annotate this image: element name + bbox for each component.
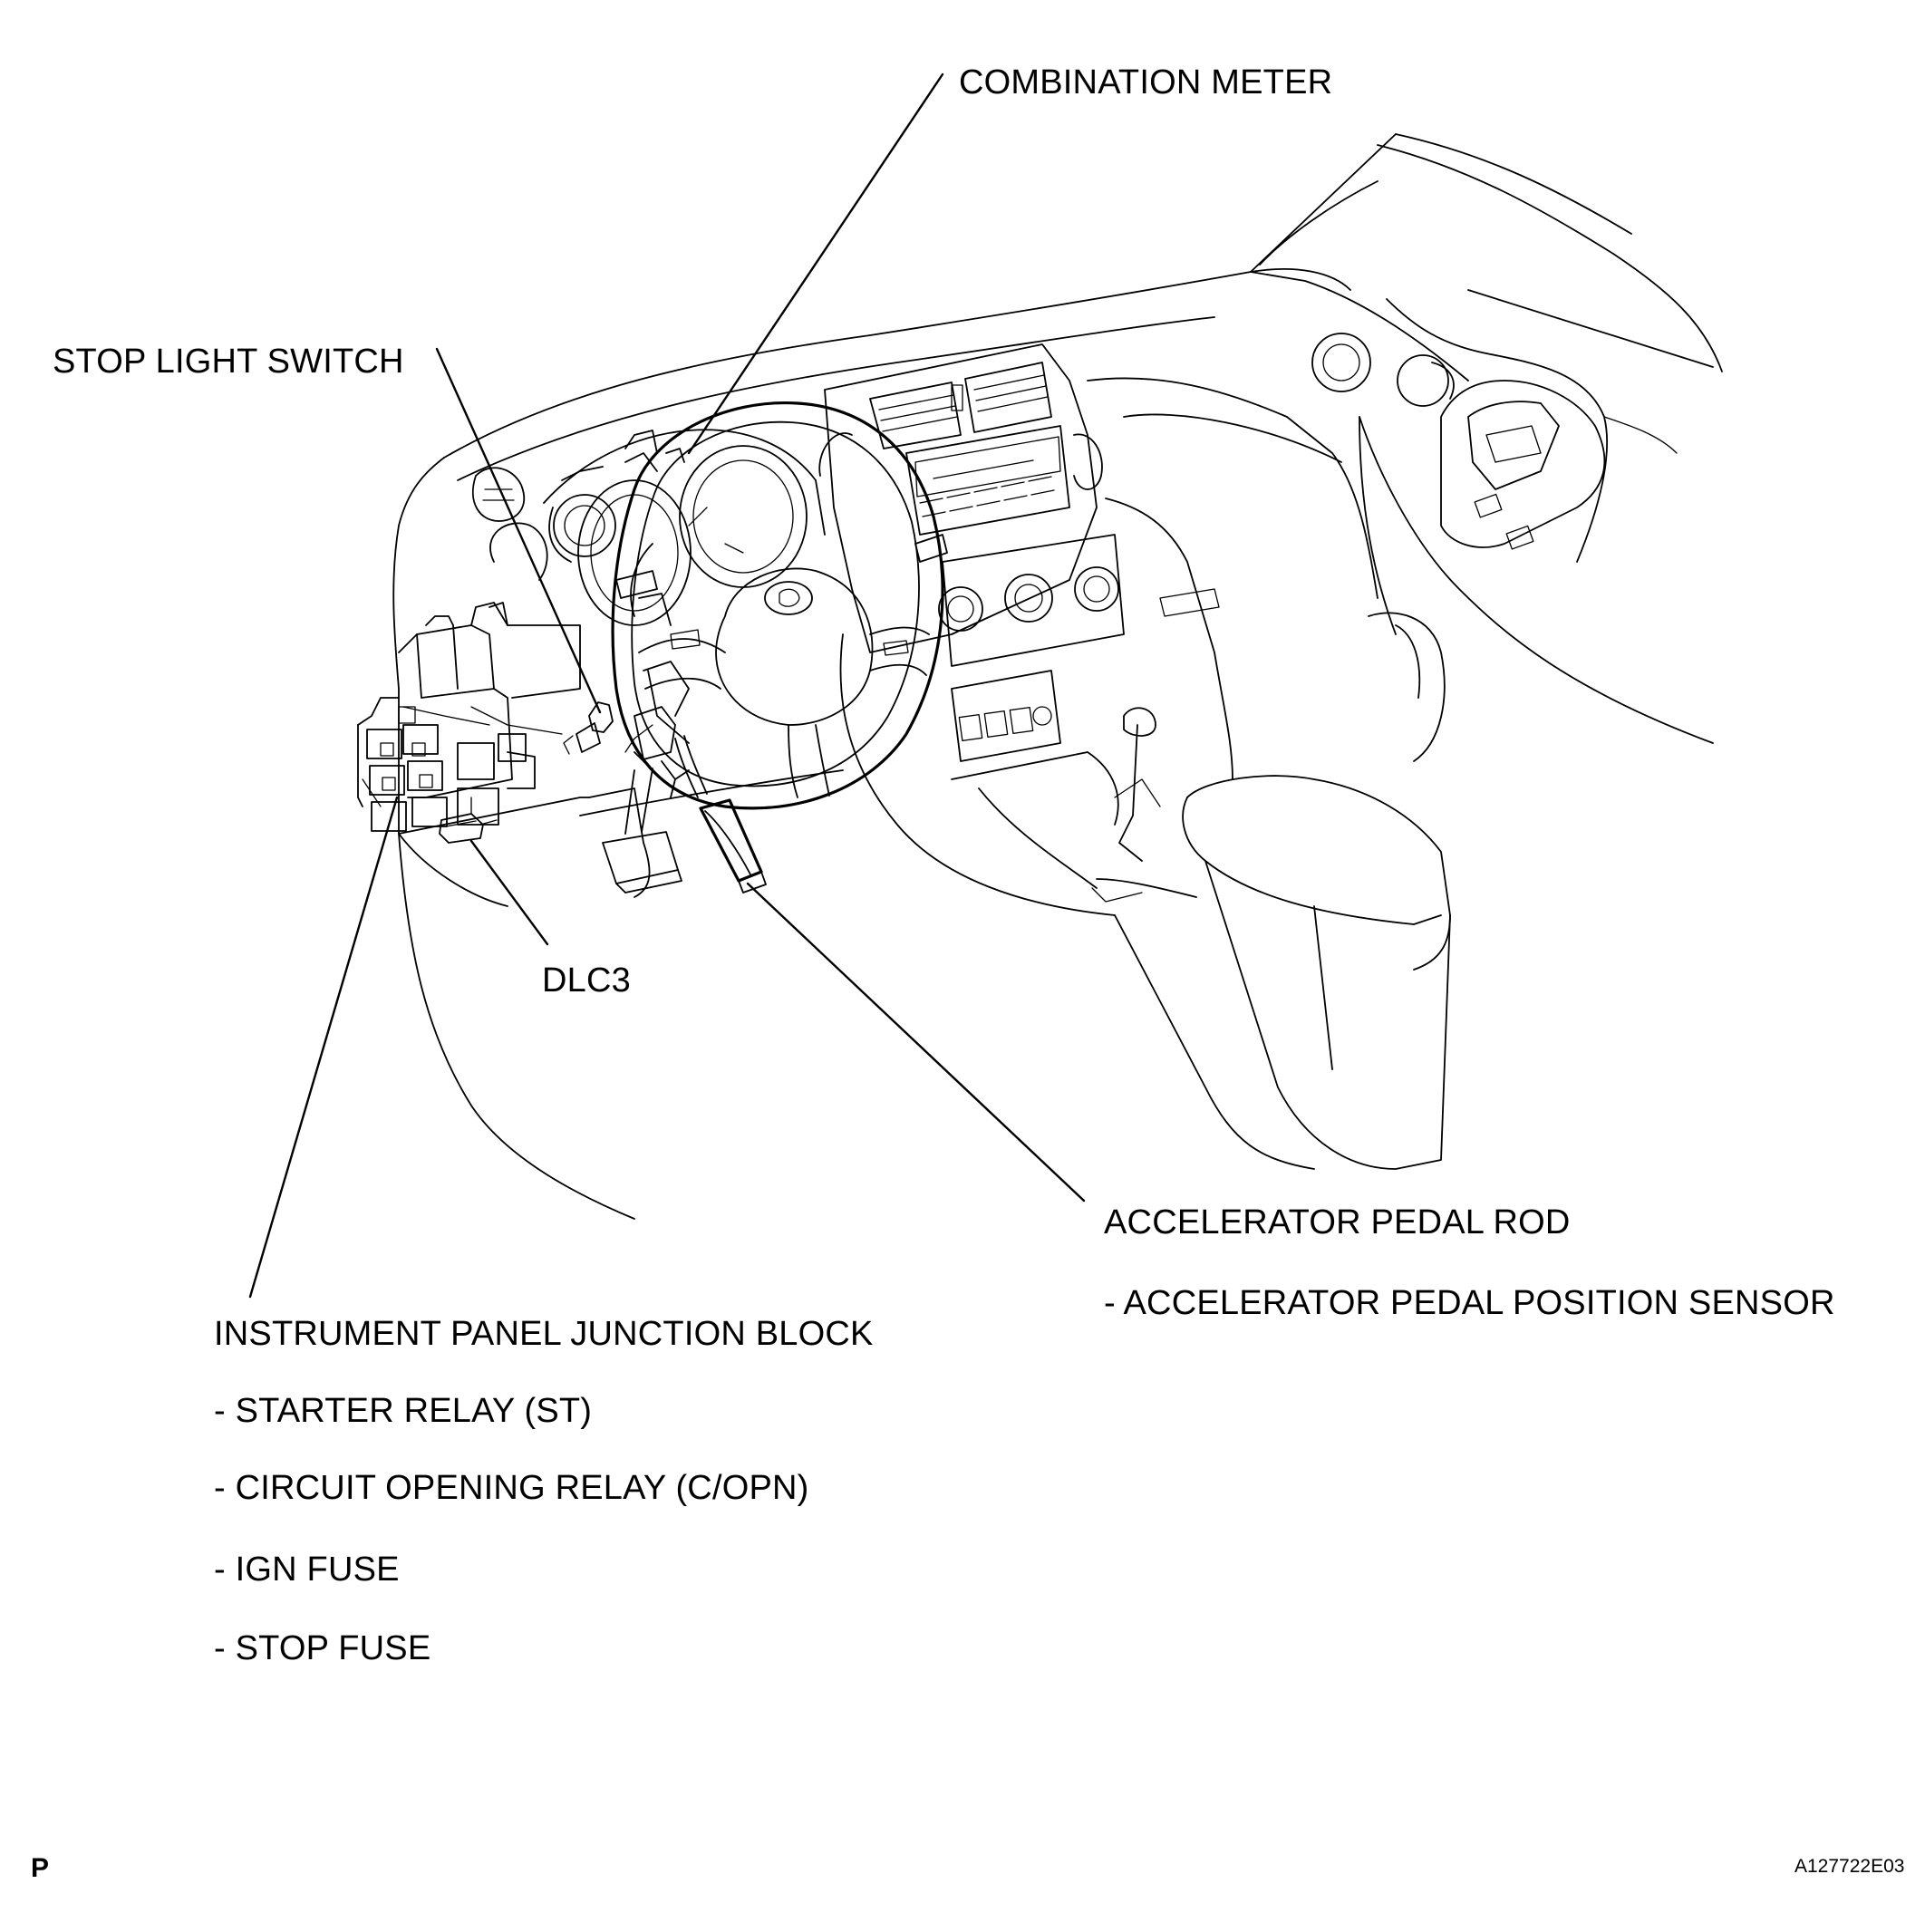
leader-stop-light-switch	[435, 347, 602, 714]
figure-code: A127722E03	[1794, 1856, 1905, 1877]
driver-side-panel	[357, 457, 651, 1220]
center-stack	[818, 343, 1451, 1170]
leader-junction-block	[248, 796, 399, 1299]
steering-and-meter	[543, 401, 948, 810]
combination-meter-label: COMBINATION METER	[959, 63, 1333, 101]
stop-fuse-label: - STOP FUSE	[214, 1629, 431, 1667]
starter-relay-label: - STARTER RELAY (ST)	[214, 1392, 593, 1430]
circuit-opening-relay-label: - CIRCUIT OPENING RELAY (C/OPN)	[214, 1469, 809, 1507]
accelerator-pedal-rod-label: ACCELERATOR PEDAL ROD	[1104, 1203, 1571, 1241]
dlc3-label: DLC3	[542, 961, 631, 1000]
leader-dlc3	[469, 839, 549, 946]
leader-combination-meter	[687, 72, 944, 455]
stop-light-switch-label: STOP LIGHT SWITCH	[53, 343, 404, 381]
instrument-panel-junction-block-label: INSTRUMENT PANEL JUNCTION BLOCK	[214, 1315, 874, 1353]
leader-lines	[248, 72, 1086, 1299]
ign-fuse-label: - IGN FUSE	[214, 1550, 400, 1589]
accelerator-pedal-position-sensor-label: - ACCELERATOR PEDAL POSITION SENSOR	[1104, 1284, 1835, 1322]
dashboard-outline	[443, 133, 1723, 762]
leader-accelerator-pedal	[746, 882, 1086, 1203]
pedal-bracket	[563, 661, 844, 894]
corner-mark: P	[31, 1853, 50, 1883]
